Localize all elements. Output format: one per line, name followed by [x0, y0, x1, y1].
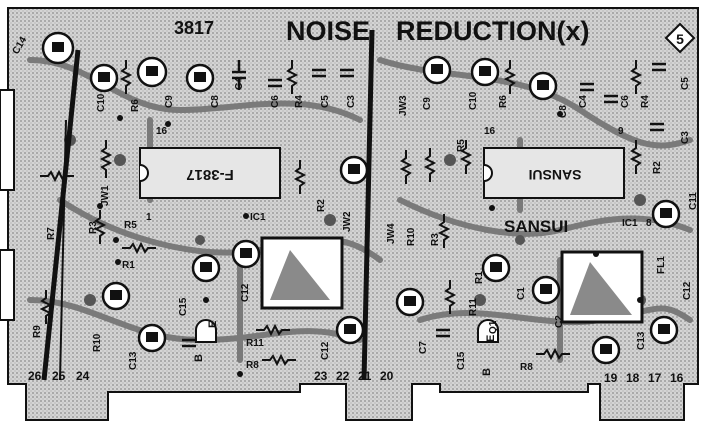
svg-text:E: E	[207, 321, 219, 328]
svg-text:1: 1	[146, 212, 152, 223]
svg-text:9: 9	[618, 126, 624, 137]
svg-text:R5: R5	[456, 139, 467, 152]
solder-dots	[97, 111, 643, 377]
svg-text:R6: R6	[130, 99, 141, 112]
svg-text:C12: C12	[320, 341, 331, 360]
terminal-17: 17	[648, 371, 662, 385]
svg-text:R6: R6	[498, 95, 509, 108]
svg-text:R7: R7	[46, 227, 57, 240]
svg-text:C3: C3	[346, 95, 357, 108]
svg-text:R5: R5	[124, 220, 137, 231]
svg-text:R8: R8	[246, 360, 259, 371]
svg-text:C4: C4	[234, 77, 245, 90]
svg-text:R2: R2	[316, 199, 327, 212]
capacitor-polarity-marks	[52, 42, 672, 354]
svg-text:R10: R10	[92, 333, 103, 352]
svg-text:C8: C8	[210, 95, 221, 108]
edge-notch	[0, 89, 15, 191]
terminal-24: 24	[76, 369, 90, 383]
svg-text:C5: C5	[320, 95, 331, 108]
svg-text:C13: C13	[128, 351, 139, 370]
svg-text:16: 16	[484, 126, 496, 137]
svg-text:JW4: JW4	[386, 223, 397, 244]
svg-text:R8: R8	[520, 362, 533, 373]
terminal-18: 18	[626, 371, 640, 385]
component-labels: C14 C10 R6 C9 C8 C4 C6 R4 C5 C3 C9 C10 R…	[11, 35, 699, 373]
svg-text:C6: C6	[620, 95, 631, 108]
svg-text:C12: C12	[682, 281, 693, 300]
title-noise: NOISE	[286, 16, 370, 46]
svg-text:C4: C4	[578, 95, 589, 108]
svg-text:C11: C11	[688, 192, 699, 210]
ic-left: F-3817	[139, 147, 281, 199]
svg-text:C9: C9	[164, 95, 175, 108]
ground-trace	[361, 29, 375, 381]
ceramic-capacitors	[182, 60, 666, 348]
svg-text:C12: C12	[240, 283, 251, 302]
page-badge: 5	[664, 22, 696, 54]
svg-text:R1: R1	[474, 271, 485, 284]
transistors	[195, 319, 499, 343]
svg-text:R11: R11	[468, 298, 479, 316]
svg-text:R4: R4	[640, 95, 651, 108]
svg-text:C5: C5	[680, 77, 691, 90]
svg-text:JW2: JW2	[342, 211, 353, 232]
svg-text:C6: C6	[270, 95, 281, 108]
svg-text:R1: R1	[122, 260, 135, 271]
ground-trace	[59, 119, 67, 381]
resistors	[39, 60, 643, 367]
svg-text:C7: C7	[418, 341, 429, 354]
svg-text:B: B	[193, 354, 205, 362]
svg-text:JW1: JW1	[100, 185, 111, 206]
svg-text:C8: C8	[558, 105, 569, 118]
terminal-22: 22	[336, 369, 350, 383]
filter-right	[560, 250, 644, 324]
svg-text:C1: C1	[516, 287, 527, 300]
page-badge-number: 5	[676, 31, 684, 47]
ic-left-label: F-3817	[186, 166, 234, 183]
title-reduction: REDUCTION(x)	[396, 16, 590, 46]
edge-notch	[0, 249, 15, 321]
svg-text:8: 8	[646, 218, 652, 229]
svg-text:C2: C2	[554, 315, 565, 328]
svg-text:B: B	[481, 368, 493, 376]
svg-text:E: E	[485, 335, 497, 342]
terminal-25: 25	[52, 369, 66, 383]
svg-text:C15: C15	[178, 297, 189, 316]
svg-text:C15: C15	[456, 351, 467, 370]
svg-text:FL1: FL1	[656, 256, 667, 274]
svg-text:IC1: IC1	[622, 218, 638, 229]
terminal-26: 26	[28, 369, 42, 383]
svg-text:C13: C13	[636, 331, 647, 350]
svg-text:JW3: JW3	[398, 95, 409, 116]
svg-text:R11: R11	[246, 338, 264, 349]
svg-text:C10: C10	[96, 93, 107, 112]
svg-text:R3: R3	[88, 221, 99, 234]
svg-text:C9: C9	[422, 97, 433, 110]
svg-text:R2: R2	[652, 161, 663, 174]
terminal-numbers: 26 25 24 23 22 21 20 19 18 17 16	[28, 369, 684, 385]
ic-right: SANSUI	[483, 147, 625, 199]
svg-text:16: 16	[156, 126, 168, 137]
svg-text:Q1: Q1	[488, 320, 499, 334]
svg-text:C3: C3	[680, 131, 691, 144]
ground-trace	[41, 49, 81, 381]
svg-text:R3: R3	[430, 233, 441, 246]
terminal-16: 16	[670, 371, 684, 385]
svg-text:R9: R9	[32, 325, 43, 338]
svg-text:C10: C10	[468, 91, 479, 110]
terminal-23: 23	[314, 369, 328, 383]
pin-letters: B E B E	[193, 321, 497, 376]
svg-text:IC1: IC1	[250, 212, 266, 223]
svg-text:R4: R4	[294, 95, 305, 108]
svg-text:R10: R10	[406, 227, 417, 246]
terminal-21: 21	[358, 369, 372, 383]
part-number: 3817	[174, 18, 214, 38]
filter-left	[260, 236, 344, 310]
ic-right-label: SANSUI	[529, 167, 582, 183]
terminal-19: 19	[604, 371, 618, 385]
terminal-20: 20	[380, 369, 394, 383]
brand-label: SANSUI	[504, 217, 568, 236]
